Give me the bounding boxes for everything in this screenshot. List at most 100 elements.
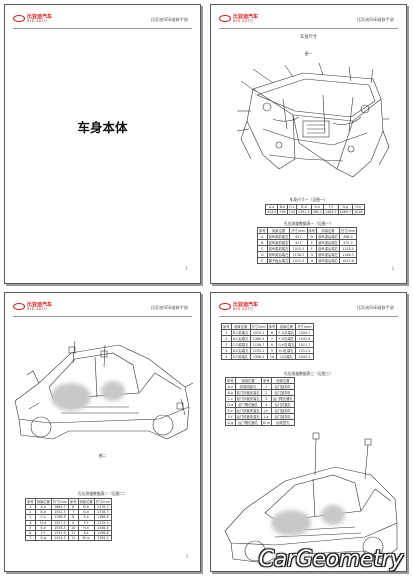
figure-label: 图一 bbox=[304, 51, 313, 56]
page-number: 1 bbox=[185, 266, 188, 271]
table-cell: G-H孔端孔 bbox=[276, 341, 297, 348]
brand-name-en: BYD AUTO bbox=[233, 19, 253, 23]
table-header-cell: 序号 bbox=[225, 377, 236, 384]
table-cell: 前纵梁前端左 bbox=[266, 233, 291, 240]
table-cell: 后轮罩孔 bbox=[270, 419, 295, 426]
table-cell: M-m bbox=[77, 535, 95, 542]
table-cell: 1434.3 bbox=[50, 535, 69, 542]
table-cell: 前纵梁前端左 bbox=[266, 245, 291, 252]
brand-name-en: BYD AUTO bbox=[27, 307, 47, 311]
side-body-structure-diagram bbox=[14, 340, 194, 440]
table-header-cell: 序号 bbox=[260, 377, 272, 384]
table-cell: 424.5 bbox=[264, 209, 279, 216]
figure-label: 图二 bbox=[98, 453, 107, 458]
page-header: 比亚迪汽车 BYD AUTO 比亚迪S6E维修手册 bbox=[13, 13, 192, 29]
table-cell: F-H孔端孔 bbox=[276, 335, 297, 342]
table-cell: 1463.7 bbox=[323, 209, 339, 216]
table-cell: 前纵梁后端左 bbox=[266, 251, 291, 258]
page-number: 2 bbox=[391, 266, 394, 271]
table-cell: 前门铰链安装孔 bbox=[234, 389, 262, 396]
watermark: CarGeometry bbox=[258, 547, 404, 572]
brand-name-cn: 比亚迪汽车 bbox=[233, 302, 259, 308]
table-cell: E bbox=[257, 257, 268, 264]
table-cell: 翼子板后端左 bbox=[266, 257, 291, 264]
table-cell: 7 bbox=[25, 535, 36, 542]
byd-logo: 比亚迪汽车 BYD AUTO bbox=[13, 301, 59, 315]
table-cell: 1391.3 bbox=[296, 209, 312, 216]
brand-name-en: BYD AUTO bbox=[233, 307, 253, 311]
table-cell: 前门铰链安装孔 bbox=[234, 395, 262, 402]
table-cell: F-G孔端孔 bbox=[276, 329, 297, 336]
manual-title: 比亚迪S6E维修手册 bbox=[150, 305, 188, 310]
table-cell: G-g bbox=[34, 535, 52, 542]
document-page-1: 比亚迪汽车 BYD AUTO 比亚迪S6E维修手册 车身本体 1 bbox=[4, 4, 201, 284]
table-cell: 1069.7 bbox=[337, 209, 354, 216]
table-cell: M-m bbox=[260, 419, 272, 426]
byd-logo-mark bbox=[219, 15, 231, 22]
table-cell: 前门限位器孔 bbox=[234, 401, 262, 408]
page-number: 4 bbox=[391, 554, 394, 559]
table-header-cell: 序号 bbox=[221, 323, 232, 330]
table-header-cell: 尺寸/mm bbox=[249, 323, 268, 330]
table-cell: 后门铰链孔 bbox=[270, 401, 295, 408]
table-cell: D-E后端孔 bbox=[230, 347, 251, 354]
table-cell: 后门锁扣孔 bbox=[270, 383, 295, 390]
table-header-cell: 序号 bbox=[67, 498, 79, 505]
table-header-cell: 序号 bbox=[25, 498, 36, 505]
table-cell: 后门锁扣孔 bbox=[270, 407, 295, 414]
manual-title: 比亚迪S6E维修手册 bbox=[356, 305, 394, 310]
table-caption: 车身尺寸一（见图一） bbox=[289, 197, 328, 202]
brand-name-cn: 比亚迪汽车 bbox=[233, 14, 259, 20]
table-cell: 362.1 bbox=[310, 209, 325, 216]
table-cell: 795 bbox=[277, 209, 288, 216]
table-cell: 1359.3 bbox=[93, 535, 112, 542]
table-cell: E-F前端孔 bbox=[230, 353, 251, 360]
table-cell: 后门限位器孔 bbox=[270, 395, 295, 402]
byd-logo-mark bbox=[219, 303, 231, 310]
table-cell: 前纵梁后端右 bbox=[316, 245, 340, 252]
byd-logo: 比亚迪汽车 BYD AUTO bbox=[219, 13, 265, 27]
document-page-3: 比亚迪汽车 BYD AUTO 比亚迪S6E维修手册 图二 孔位测量数据表二（见图… bbox=[4, 292, 201, 572]
chapter-title: 车身本体 bbox=[77, 120, 128, 135]
table-cell: 1045.5 bbox=[295, 353, 314, 360]
table-header-cell: 尺寸/mm bbox=[295, 323, 314, 330]
page-number: 3 bbox=[185, 554, 188, 559]
page-header: 比亚迪汽车 BYD AUTO 比亚迪S6E维修手册 bbox=[13, 301, 192, 317]
section-title: 车身尺寸 bbox=[299, 35, 318, 40]
page-header: 比亚迪汽车 BYD AUTO 比亚迪S6E维修手册 bbox=[219, 301, 398, 317]
byd-logo: 比亚迪汽车 BYD AUTO bbox=[13, 13, 59, 27]
table-cell: 1016 bbox=[352, 209, 365, 216]
table-cell: H bbox=[306, 257, 318, 264]
table-cell: 后门锁扣孔 bbox=[270, 389, 295, 396]
table-cell: 前纵梁后端右 bbox=[316, 233, 340, 240]
byd-logo-mark bbox=[13, 15, 25, 22]
byd-logo: 比亚迪汽车 BYD AUTO bbox=[219, 301, 265, 315]
page-header: 比亚迪汽车 BYD AUTO 比亚迪S6E维修手册 bbox=[219, 13, 398, 29]
table-cell: 10 bbox=[266, 353, 278, 360]
brand-name-cn: 比亚迪汽车 bbox=[27, 302, 53, 308]
table-cell: H-I孔端孔 bbox=[276, 347, 297, 354]
document-page-2: 比亚迪汽车 BYD AUTO 比亚迪S6E维修手册 车身尺寸 图一 车身尺寸一（… bbox=[210, 4, 407, 284]
manual-title: 比亚迪S6E维修手册 bbox=[356, 17, 394, 22]
table-cell: 前纵梁前端右 bbox=[266, 239, 291, 246]
table-cell: B-C后端孔 bbox=[230, 335, 251, 342]
table-header-cell: 尺寸/mm bbox=[50, 498, 69, 505]
table-caption: 孔位测量数据表一（见图一） bbox=[283, 221, 334, 226]
table-cell: 后门铰链安装孔 bbox=[234, 407, 262, 414]
